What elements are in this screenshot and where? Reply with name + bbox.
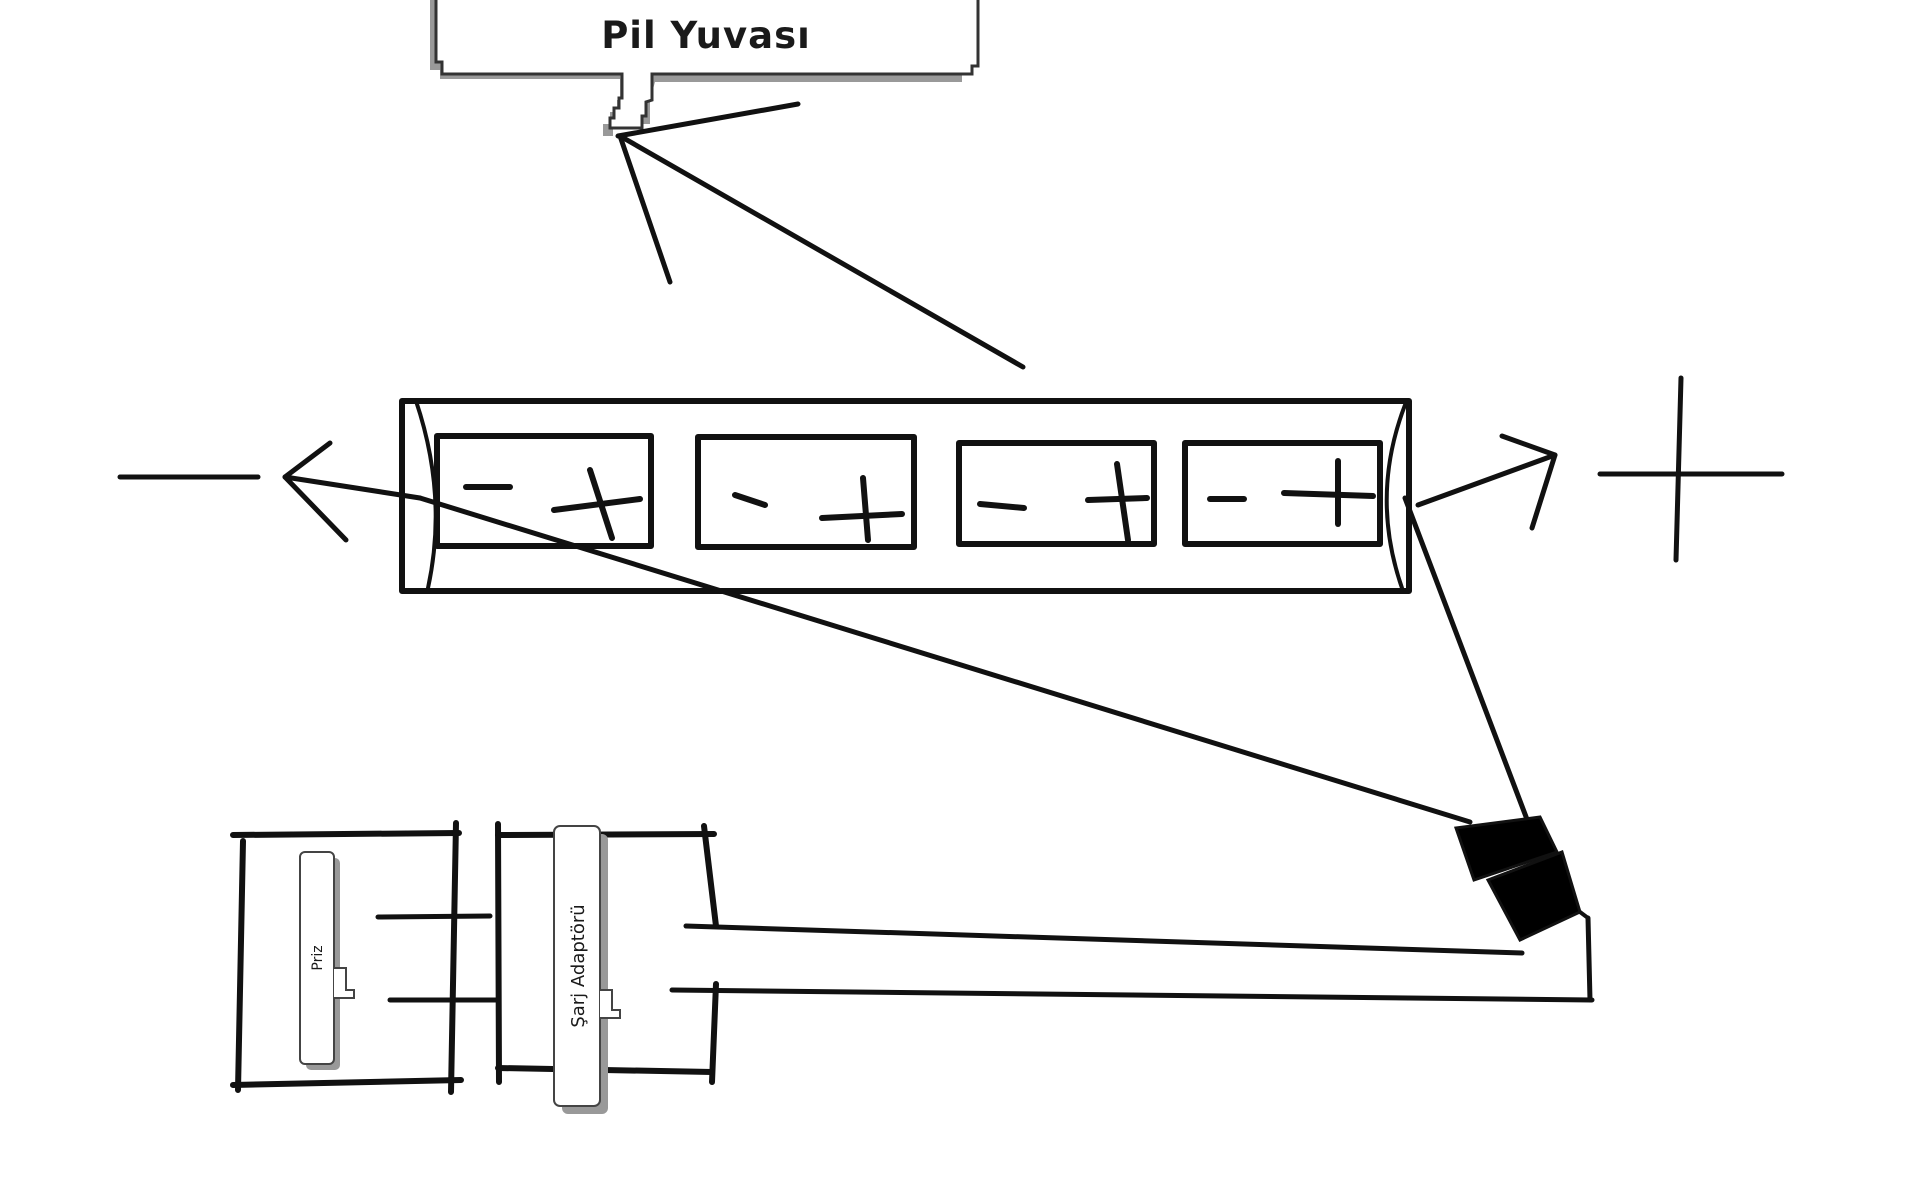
callout-pointer-lines — [615, 101, 1026, 370]
socket-label: Priz — [310, 945, 326, 970]
battery-cell — [434, 433, 654, 549]
callout-bubble — [434, 0, 980, 130]
positive-terminal — [1415, 375, 1785, 563]
battery-holder — [399, 398, 1412, 594]
wires-connector-to-adapter — [669, 915, 1595, 1003]
left-contact-curve — [414, 399, 438, 590]
battery-cell — [956, 440, 1157, 547]
right-contact-curve — [1384, 403, 1407, 590]
negative-terminal — [117, 440, 423, 543]
battery-holder-callout: Pil Yuvası — [430, 0, 980, 136]
charger-label: Şarj Adaptörü — [568, 904, 589, 1027]
battery-holder-outline — [399, 398, 1412, 594]
battery-cell — [695, 434, 917, 550]
wall-socket: Priz — [230, 820, 499, 1095]
socket-label-tag: Priz — [299, 851, 355, 1070]
callout-title: Pil Yuvası — [601, 14, 811, 57]
charger-label-tag: Şarj Adaptörü — [553, 825, 621, 1114]
connector-block-top — [1453, 815, 1560, 882]
wires-holder-to-connector — [417, 495, 1531, 825]
charger-adapter: Şarj Adaptörü — [495, 821, 719, 1114]
dc-connector — [1453, 815, 1590, 942]
battery-cell — [1182, 440, 1383, 547]
